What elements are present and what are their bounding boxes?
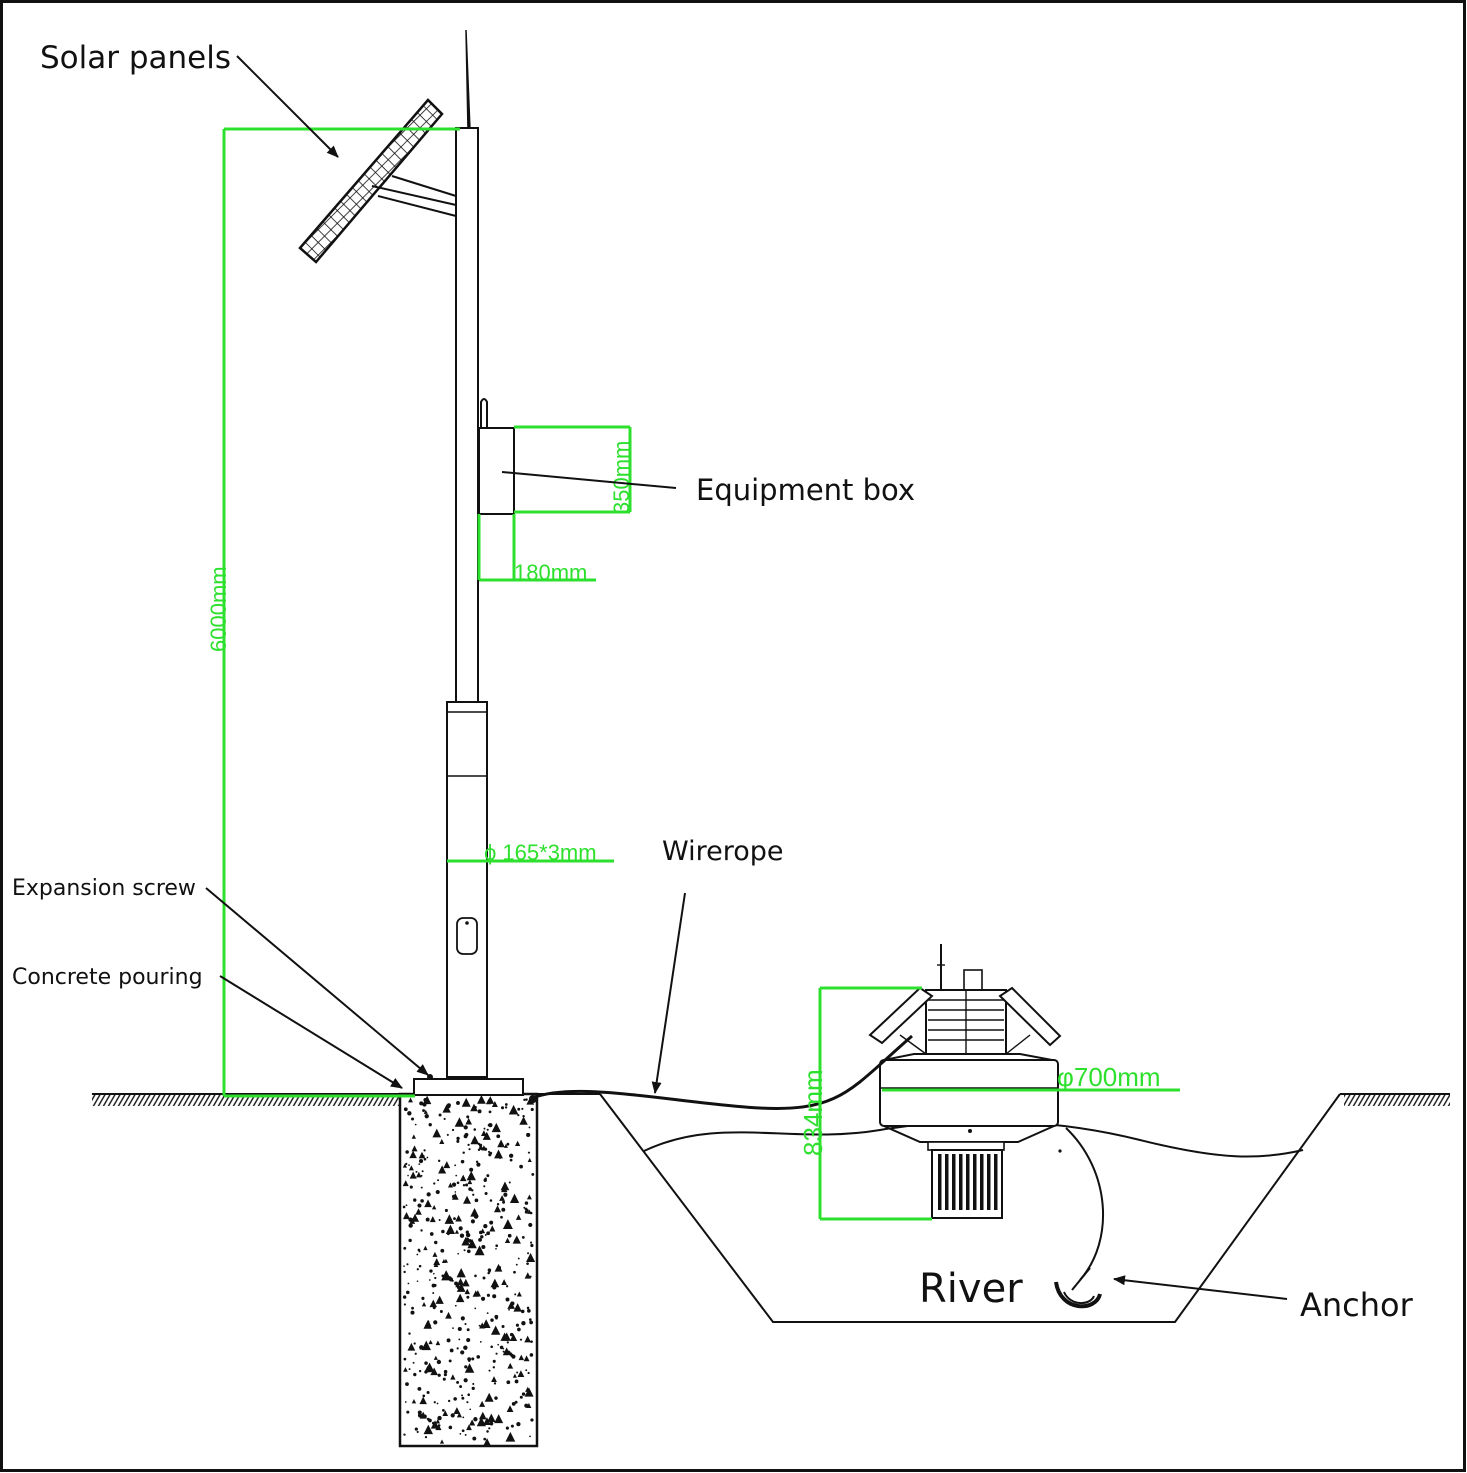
anchor-chain [1065,1127,1105,1281]
box-width-text: 180mm [514,560,587,585]
wire-rope [531,1034,913,1110]
pole-height-text: 6000mm [206,566,231,652]
pole-diameter-text: ϕ 165*3mm [484,840,597,865]
buoy-height-text: 834mm [798,1069,828,1156]
label-river: River [919,1266,1023,1312]
label-wirerope: Wirerope [662,836,784,867]
base-plate [413,1078,524,1096]
dim-box-height [514,425,632,514]
dim-pole-height [222,127,460,1098]
anchor-icon [1054,1267,1102,1309]
label-concrete-pouring: Concrete pouring [12,965,203,990]
leader-lines [205,55,1288,1300]
label-equipment-box: Equipment box [696,473,915,507]
label-solar-panels: Solar panels [40,40,231,76]
label-expansion-screw: Expansion screw [12,876,196,901]
concrete-foundation [398,1092,539,1448]
label-anchor: Anchor [1300,1286,1414,1324]
buoy-diameter-text: φ700mm [1057,1062,1161,1092]
dim-box-width [477,514,596,582]
buoy [868,944,1062,1219]
pole [446,29,488,1078]
solar-panel [298,98,457,264]
equipment-box [478,398,515,515]
box-height-text: 350mm [609,441,634,514]
dim-buoy-height [818,986,932,1221]
